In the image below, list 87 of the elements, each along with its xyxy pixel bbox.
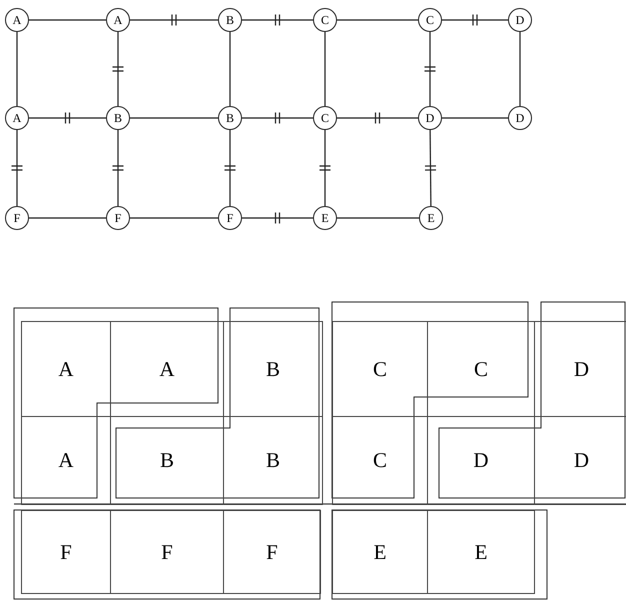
edge-line	[429, 32, 431, 106]
edge-line	[29, 217, 106, 219]
node-label: B	[266, 358, 280, 380]
node-label: C	[320, 112, 329, 124]
node-label: D	[516, 112, 524, 124]
node-label: E	[321, 212, 329, 224]
edge-line	[130, 117, 218, 119]
vertex-circle	[313, 206, 337, 230]
edge-line	[242, 217, 313, 219]
vertex-circle	[106, 8, 130, 32]
vertex-circle	[418, 8, 442, 32]
grid-cell	[332, 416, 428, 505]
edge-line	[130, 19, 218, 21]
vertex-circle	[419, 206, 443, 230]
edge-line	[324, 32, 326, 106]
node-label: C	[474, 358, 488, 380]
node-label: C	[372, 450, 387, 471]
node-label: F	[226, 212, 234, 224]
vertex-circle	[508, 106, 532, 130]
node-label: B	[114, 112, 122, 124]
vertex-circle	[218, 8, 242, 32]
edge-line	[242, 19, 313, 21]
vertex-circle	[218, 106, 242, 130]
edge-line	[229, 32, 231, 106]
node-label: B	[160, 450, 174, 471]
edge-line	[442, 19, 508, 21]
grid-cell	[223, 321, 323, 417]
node-label: F	[114, 212, 122, 224]
grid-cell	[21, 321, 111, 417]
edge-line	[324, 130, 326, 206]
node-label: D	[574, 358, 590, 380]
node-label: A	[58, 358, 74, 380]
node-label: A	[12, 14, 22, 26]
node-label: C	[426, 14, 434, 26]
node-label: C	[320, 14, 329, 26]
node-label: A	[12, 112, 22, 124]
grid-cell	[21, 416, 111, 505]
edge-line	[29, 19, 106, 21]
edge-line	[442, 117, 508, 119]
vertex-circle	[313, 106, 337, 130]
vertex-circle	[313, 8, 337, 32]
node-label: E	[374, 542, 386, 562]
vertex-circle	[418, 106, 442, 130]
grid-cell	[21, 510, 111, 594]
node-label: E	[474, 542, 488, 562]
node-label: D	[574, 450, 590, 471]
node-label: D	[426, 112, 434, 124]
vertex-circle	[5, 206, 29, 230]
grid-cell	[223, 416, 323, 505]
grid-cell	[332, 321, 428, 417]
node-label: C	[372, 358, 387, 380]
edge-line	[16, 130, 18, 206]
edge-line	[242, 117, 313, 119]
edge-line	[337, 217, 419, 219]
node-label: B	[226, 112, 234, 124]
vertex-circle	[5, 8, 29, 32]
grid-cell	[223, 510, 321, 594]
grid-cell	[427, 510, 535, 594]
node-label: D	[516, 14, 524, 26]
node-label: F	[14, 212, 20, 224]
grid-cell	[332, 510, 428, 594]
node-label: F	[266, 542, 278, 562]
node-label: B	[266, 450, 280, 471]
edge-line	[117, 32, 119, 106]
vertex-circle	[106, 206, 130, 230]
edge-line	[229, 130, 231, 206]
node-label: A	[159, 358, 175, 380]
edge-line	[16, 32, 18, 106]
vertex-circle	[5, 106, 29, 130]
edge-line	[117, 130, 119, 206]
node-label: D	[473, 450, 489, 471]
grid-cell	[110, 510, 224, 594]
edge-line	[337, 19, 418, 21]
edge-line	[29, 117, 106, 119]
node-label: A	[114, 14, 122, 26]
node-label: F	[60, 542, 72, 562]
node-label: E	[427, 212, 435, 224]
vertex-circle	[218, 206, 242, 230]
node-label: B	[226, 14, 234, 26]
node-label: F	[161, 542, 173, 562]
edge-line	[519, 32, 521, 106]
vertex-circle	[508, 8, 532, 32]
vertex-circle	[106, 106, 130, 130]
edge-line	[430, 130, 432, 206]
edge-line	[130, 217, 218, 219]
node-label: A	[58, 450, 74, 471]
edge-line	[337, 117, 418, 119]
